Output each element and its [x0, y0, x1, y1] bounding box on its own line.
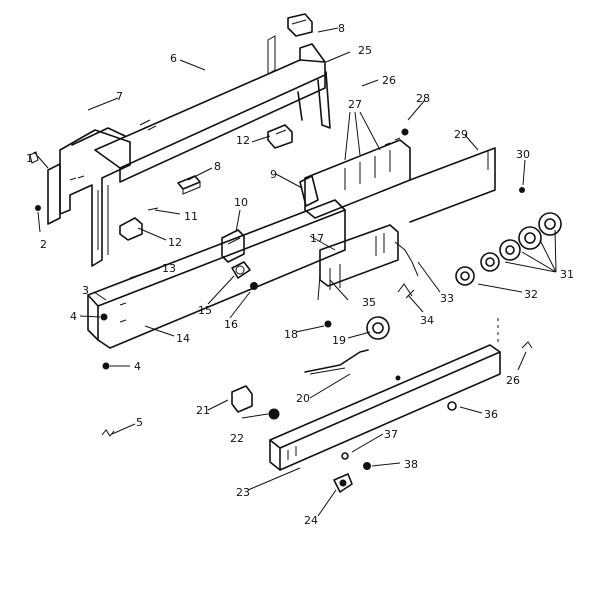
bracket-10: [221, 229, 245, 263]
clip-12-upper: [267, 124, 293, 149]
screw-11: [147, 207, 159, 211]
callout-23: 23: [236, 486, 250, 499]
callout-35: 35: [362, 296, 376, 309]
mechanism-plate-17: [317, 224, 399, 301]
callout-26-upper: 26: [382, 74, 396, 87]
callout-12-upper: 12: [236, 134, 250, 147]
callout-4-upper: 4: [70, 310, 77, 323]
lower-bar-23: [269, 344, 501, 471]
callout-22: 22: [230, 432, 244, 445]
nut-18: [324, 320, 332, 328]
gear-housing-plate: [299, 128, 411, 219]
gear-32: [455, 266, 475, 286]
screw-4-upper: [100, 313, 108, 321]
clip-12-lower: [119, 217, 143, 241]
callout-28: 28: [416, 92, 430, 105]
spring-5: [101, 429, 115, 437]
callout-11: 11: [184, 210, 198, 223]
leader-lines: [33, 27, 557, 517]
callout-17: 17: [310, 232, 324, 245]
callout-37: 37: [384, 428, 398, 441]
top-bracket-8: [287, 13, 313, 37]
callout-7: 7: [116, 90, 123, 103]
nut-16: [250, 282, 258, 290]
callout-25: 25: [358, 44, 372, 57]
callout-13: 13: [162, 262, 176, 275]
callout-27: 27: [348, 98, 362, 111]
callout-34: 34: [420, 314, 434, 327]
callout-15: 15: [198, 304, 212, 317]
screw-4-lower: [102, 362, 110, 370]
top-frame-rail: [94, 35, 331, 183]
callout-31: 31: [560, 268, 574, 281]
pin-34: [397, 283, 415, 299]
callout-4-lower: 4: [134, 360, 141, 373]
callout-29: 29: [454, 128, 468, 141]
callout-32: 32: [524, 288, 538, 301]
callout-14: 14: [176, 332, 190, 345]
washer-37: [341, 452, 349, 460]
callout-38: 38: [404, 458, 418, 471]
callout-labels: 1 2 3 4 4 5 6 7 8 8 9 10 11 12 12 13 14 …: [26, 22, 574, 527]
callout-2: 2: [40, 238, 47, 251]
callout-10: 10: [234, 196, 248, 209]
shaft-20: [304, 349, 369, 375]
callout-26-lower: 26: [506, 374, 520, 387]
callout-8-middle: 8: [214, 160, 221, 173]
washer-36: [447, 401, 457, 411]
bottom-rail-14: [87, 199, 346, 349]
callout-18: 18: [284, 328, 298, 341]
handle-24: [333, 473, 353, 493]
callout-20: 20: [296, 392, 310, 405]
side-panel-29: [409, 147, 525, 223]
callout-9: 9: [270, 168, 277, 181]
callout-12-lower: 12: [168, 236, 182, 249]
callout-16: 16: [224, 318, 238, 331]
callout-24: 24: [304, 514, 318, 527]
callout-33: 33: [440, 292, 454, 305]
callout-1: 1: [26, 152, 33, 165]
nut-38: [363, 462, 371, 470]
bushing-15: [231, 261, 251, 279]
screw-26-lower: [521, 341, 533, 349]
gear-stack-31: [480, 212, 562, 272]
callout-6: 6: [170, 52, 177, 65]
callout-36: 36: [484, 408, 498, 421]
linkage-33: [394, 241, 419, 277]
left-end-frame: [29, 127, 131, 267]
bracket-21: [231, 385, 253, 413]
clip-8-middle: [177, 175, 201, 195]
callout-30: 30: [516, 148, 530, 161]
knob-22: [268, 408, 280, 420]
callout-21: 21: [196, 404, 210, 417]
callout-5: 5: [136, 416, 143, 429]
callout-3: 3: [82, 284, 89, 297]
callout-8-top: 8: [338, 22, 345, 35]
gear-19: [366, 316, 390, 340]
callout-19: 19: [332, 334, 346, 347]
